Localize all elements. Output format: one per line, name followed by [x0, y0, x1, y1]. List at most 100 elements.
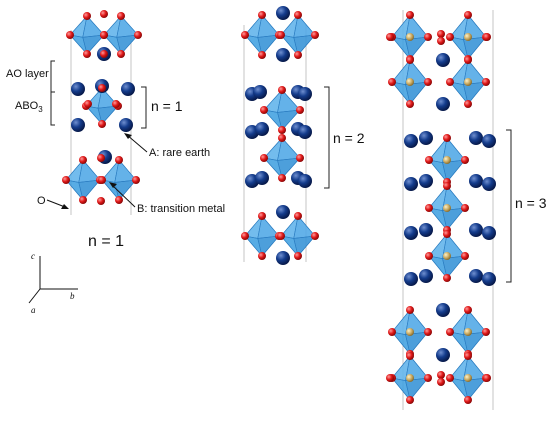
oxygen-atom	[483, 374, 491, 382]
n2-label: n = 2	[333, 130, 365, 146]
oxygen-atom	[100, 10, 108, 18]
oxygen-atom	[134, 31, 142, 39]
oxygen-atom	[100, 50, 108, 58]
oxygen-atom	[437, 30, 445, 38]
oxygen-atom	[437, 378, 445, 386]
oxygen-atom	[437, 371, 445, 379]
rare-earth-atom	[436, 97, 450, 111]
oxygen-atom	[464, 396, 472, 404]
oxygen-atom	[62, 176, 70, 184]
rare-earth-atom	[419, 131, 433, 145]
oxygen-atom	[461, 156, 469, 164]
rare-earth-atoms	[71, 6, 496, 362]
oxygen-atom	[294, 252, 302, 260]
site-b-pointer	[111, 184, 136, 208]
rare-earth-atom	[255, 122, 269, 136]
oxygen-atom	[79, 156, 87, 164]
octahedron-face	[449, 331, 469, 355]
rare-earth-atom	[121, 82, 135, 96]
rare-earth-atom	[482, 226, 496, 240]
oxygen-atom	[386, 374, 394, 382]
oxygen-atom	[424, 33, 432, 41]
octahedron-face	[449, 377, 469, 401]
rare-earth-atom	[482, 134, 496, 148]
octahedron-face	[391, 331, 411, 355]
rare-earth-atom	[119, 118, 133, 132]
oxygen-atoms	[62, 10, 491, 404]
oxygen-atom	[83, 12, 91, 20]
rare-earth-atom	[276, 251, 290, 265]
rare-earth-atom	[436, 303, 450, 317]
ao-layer-bracket	[50, 60, 55, 93]
site-b-label: B: transition metal	[137, 203, 225, 215]
transition-metal-atom	[443, 156, 451, 164]
oxygen-atom	[278, 86, 286, 94]
oxygen-atom	[437, 37, 445, 45]
site-a-arrowhead	[124, 133, 132, 139]
transition-metal-atom	[406, 78, 414, 86]
rare-earth-atom	[71, 82, 85, 96]
oxygen-atom	[294, 51, 302, 59]
rare-earth-atom	[253, 85, 267, 99]
octahedron-face	[263, 157, 283, 179]
oxygen-atom	[446, 33, 454, 41]
ao-layer-label: AO layer	[6, 68, 49, 80]
n1-inner-label: n = 1	[151, 98, 183, 114]
rare-earth-atom	[469, 223, 483, 237]
a-axis-label: a	[31, 305, 36, 315]
oxygen-atom	[98, 176, 106, 184]
octahedron-face	[244, 235, 263, 257]
site-a-label: A: rare earth	[149, 147, 210, 159]
a-axis-line	[28, 288, 41, 304]
oxygen-atom	[277, 232, 285, 240]
octahedron-face	[85, 105, 103, 125]
oxygen-atom	[258, 212, 266, 220]
octahedron-face	[263, 109, 283, 131]
oxygen-atom	[66, 31, 74, 39]
oxygen-atom	[424, 374, 432, 382]
rare-earth-atom	[419, 174, 433, 188]
oxygen-pointer	[46, 199, 66, 208]
oxygen-atom	[260, 106, 268, 114]
transition-metal-atom	[443, 252, 451, 260]
oxygen-atom	[97, 197, 105, 205]
octahedron-face	[280, 34, 299, 56]
oxygen-atom	[117, 12, 125, 20]
oxygen-atom	[117, 50, 125, 58]
oxygen-atom	[83, 50, 91, 58]
rare-earth-atom	[482, 272, 496, 286]
transition-metal-atom	[406, 328, 414, 336]
oxygen-atom	[278, 126, 286, 134]
rare-earth-atom	[276, 6, 290, 20]
oxygen-atom	[443, 134, 451, 142]
n3-bracket	[506, 129, 512, 283]
n1-bracket	[141, 86, 147, 129]
oxygen-atom	[296, 154, 304, 162]
oxygen-atom	[425, 204, 433, 212]
transition-metal-atom	[443, 204, 451, 212]
site-b-arrowhead	[109, 182, 117, 188]
oxygen-label: O	[37, 195, 46, 207]
octahedron-face	[65, 179, 84, 201]
oxygen-atom	[258, 11, 266, 19]
rare-earth-atom	[436, 348, 450, 362]
oxygen-atom	[406, 306, 414, 314]
oxygen-atom	[388, 328, 396, 336]
octahedron-face	[449, 36, 469, 60]
oxygen-atom	[258, 51, 266, 59]
oxygen-atom	[464, 100, 472, 108]
rare-earth-atom	[404, 226, 418, 240]
octahedron-face	[391, 377, 411, 401]
oxygen-atom	[406, 352, 414, 360]
oxygen-atom	[311, 31, 319, 39]
transition-metal-atom	[464, 328, 472, 336]
oxygen-atom	[115, 196, 123, 204]
oxygen-atom	[97, 154, 105, 162]
rare-earth-atom	[255, 171, 269, 185]
abo3-bracket	[50, 91, 55, 126]
rare-earth-atom	[469, 131, 483, 145]
oxygen-atom	[277, 31, 285, 39]
oxygen-atom	[425, 156, 433, 164]
c-axis-label: c	[31, 251, 35, 261]
